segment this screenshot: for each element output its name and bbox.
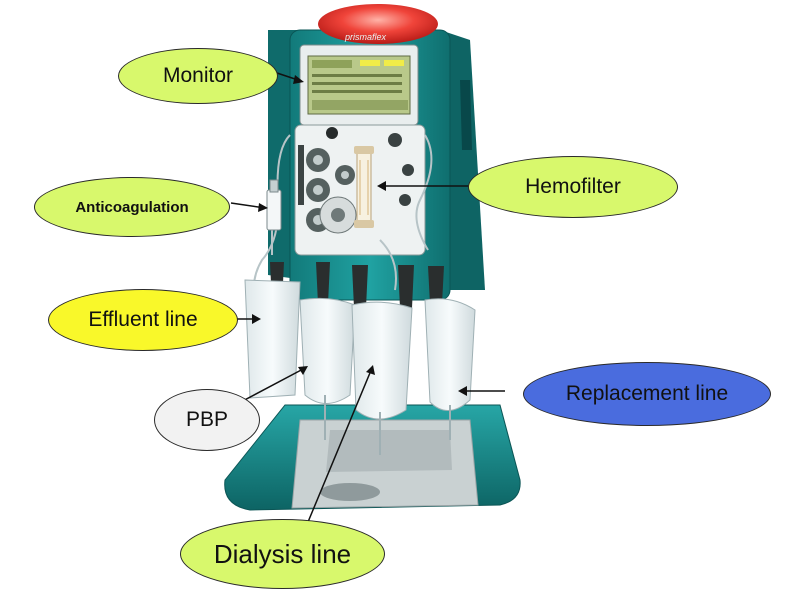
dialysis-line-label-text: Dialysis line (213, 538, 352, 569)
dialysis-line-label: Dialysis line (180, 519, 385, 589)
effluent-bag (244, 279, 301, 399)
pbp-label-text: PBP (185, 408, 229, 431)
monitor-label: Monitor (118, 48, 278, 104)
hemofilter-label: Hemofilter (468, 156, 678, 218)
fluid-bags (244, 279, 476, 455)
anticoagulation-label-text: Anticoagulation (75, 198, 189, 216)
anticoagulation-syringe (266, 179, 282, 231)
pbp-label: PBP (154, 389, 260, 451)
monitor-label-text: Monitor (162, 64, 234, 87)
replacement-line-label-text: Replacement line (565, 382, 729, 405)
replacement-bag (424, 298, 476, 411)
dialysate-bag (351, 301, 413, 420)
alarm-beacon (318, 4, 438, 44)
hemofilter-cartridge (354, 146, 374, 228)
monitor-screen (299, 44, 419, 126)
anticoagulation-label: Anticoagulation (34, 177, 230, 237)
effluent-line-label-text: Effluent line (88, 308, 198, 331)
hemofilter-label-text: Hemofilter (525, 175, 621, 198)
brand-logo: prismaflex (344, 32, 387, 42)
replacement-line-label: Replacement line (523, 362, 771, 426)
base-stand (224, 404, 521, 511)
pbp-bag (299, 297, 356, 404)
effluent-line-label: Effluent line (48, 289, 238, 351)
arrowheads (252, 75, 467, 396)
tubing (253, 134, 433, 301)
